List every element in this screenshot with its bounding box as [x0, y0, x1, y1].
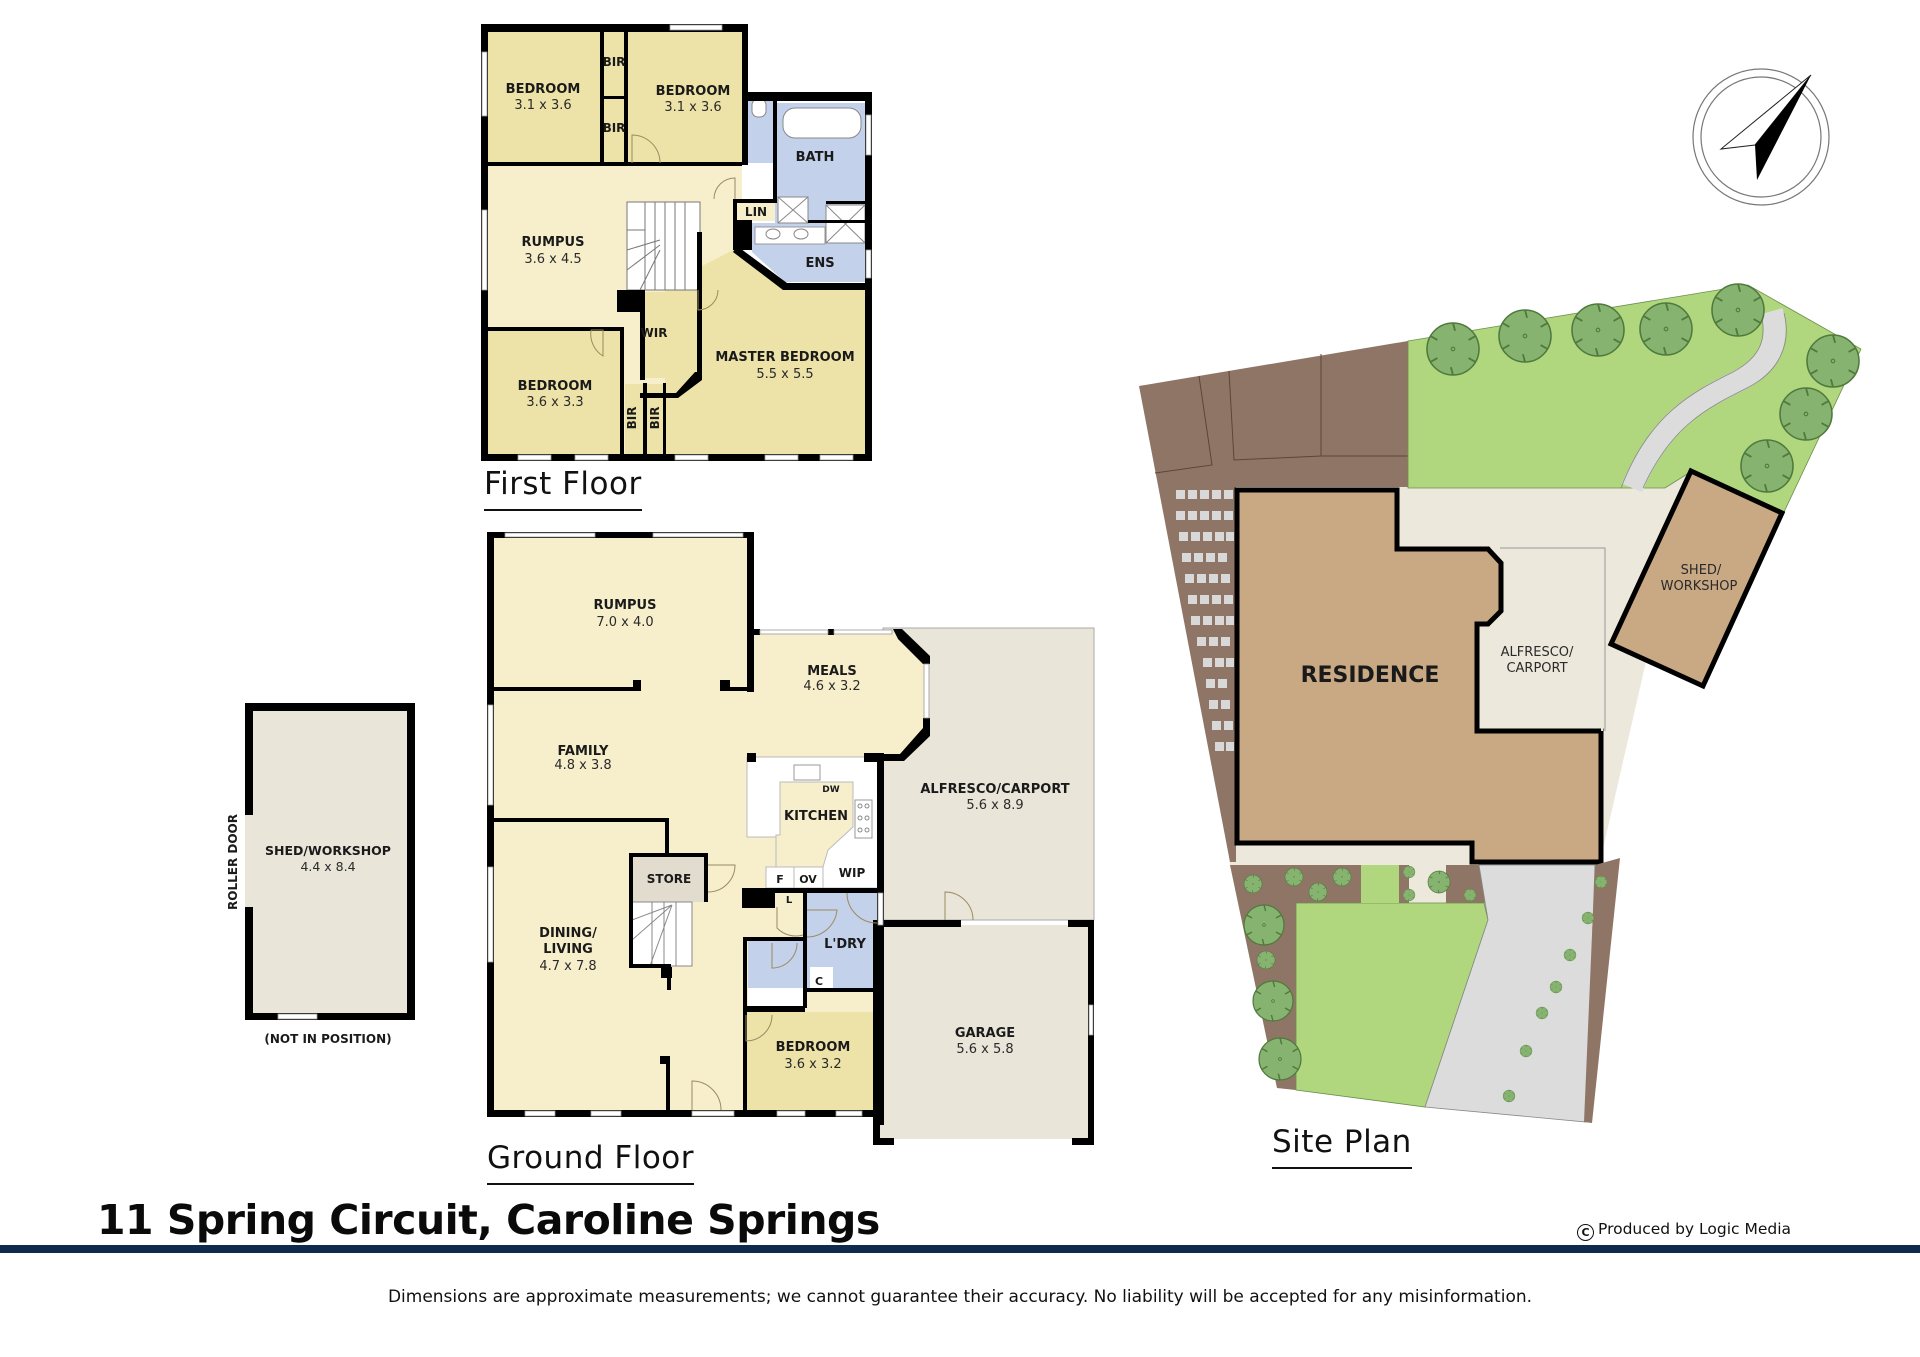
staircase-ground — [631, 901, 693, 967]
room-name: BATH — [796, 150, 835, 165]
site-paving — [1139, 341, 1408, 862]
room-name: LIVING — [543, 942, 593, 957]
bir-label: BIR — [603, 121, 626, 135]
room-dims: 5.5 x 5.5 — [756, 367, 813, 382]
room-dims: 4.6 x 3.2 — [803, 679, 860, 694]
room-dims: 4.4 x 8.4 — [300, 859, 355, 874]
room-name: BEDROOM — [518, 379, 593, 394]
bir-label: BIR — [603, 55, 626, 69]
room-dims: 3.6 x 4.5 — [524, 252, 581, 267]
room-name: BEDROOM — [656, 84, 731, 99]
linen-label: L — [786, 895, 793, 906]
site-shed — [1607, 467, 1786, 690]
room-dims: 3.6 x 3.3 — [526, 395, 583, 410]
ground-floor-walls — [487, 532, 1094, 1145]
room-name: BEDROOM — [506, 82, 581, 97]
room-dims: 3.1 x 3.6 — [664, 100, 721, 115]
accent-bar — [0, 1245, 1920, 1253]
not-in-position-note: (NOT IN POSITION) — [264, 1032, 391, 1046]
caption-underline — [484, 509, 642, 511]
bir-label: BIR — [625, 407, 639, 430]
room-dims: 5.6 x 8.9 — [966, 798, 1023, 813]
producer-credit-text: Produced by Logic Media — [1598, 1220, 1792, 1238]
ground-floor-plan: RUMPUS 7.0 x 4.0 MEALS 4.6 x 3.2 FAMILY … — [487, 532, 1095, 1145]
north-arrow-icon — [1692, 68, 1830, 206]
room-dims: 5.6 x 5.8 — [956, 1042, 1013, 1057]
bir-label: BIR — [648, 407, 662, 430]
ground-floor-caption: Ground Floor — [487, 1140, 695, 1185]
staircase-first — [626, 201, 701, 291]
site-plan-caption: Site Plan — [1272, 1124, 1412, 1169]
roller-door-label: ROLLER DOOR — [226, 814, 240, 910]
site-plan: RESIDENCE ALFRESCO/ CARPORT SHED/ WORKSH… — [1139, 68, 1862, 1123]
site-alfresco-label: ALFRESCO/ — [1501, 645, 1574, 660]
site-pavers — [1176, 490, 1234, 751]
room-master-bedroom — [665, 248, 865, 454]
room-name: GARAGE — [955, 1026, 1015, 1041]
room-dims: 3.1 x 3.6 — [514, 98, 571, 113]
room-name: SHED/WORKSHOP — [265, 843, 391, 858]
room-dims: 4.7 x 7.8 — [539, 959, 596, 974]
room-name: WIP — [839, 866, 866, 880]
room-name: ALFRESCO/CARPORT — [920, 782, 1069, 797]
room-name: KITCHEN — [784, 809, 848, 824]
room-name: RUMPUS — [594, 598, 657, 613]
site-residence-label: RESIDENCE — [1301, 663, 1440, 688]
fridge-label: F — [776, 873, 784, 886]
room-name: FAMILY — [558, 744, 609, 759]
cupboard-label: C — [815, 975, 823, 988]
room-name: LIN — [745, 205, 767, 219]
site-shed-label: WORKSHOP — [1661, 579, 1738, 594]
site-shed-label: SHED/ — [1681, 563, 1722, 578]
caption-underline — [1272, 1167, 1412, 1169]
kitchen-area — [746, 756, 881, 889]
first-floor-windows — [481, 24, 872, 461]
dishwasher-label: DW — [822, 785, 839, 795]
first-floor-caption: First Floor — [484, 466, 642, 511]
room-name: STORE — [647, 872, 691, 886]
room-wir — [641, 292, 700, 378]
room-garage — [880, 925, 1090, 1139]
room-bedroom-2 — [628, 32, 742, 163]
room-name: RUMPUS — [522, 235, 585, 250]
first-floor-plan: BEDROOM 3.1 x 3.6 BEDROOM 3.1 x 3.6 BATH… — [481, 24, 872, 461]
first-floor-doors — [590, 134, 736, 357]
site-plan-caption-text: Site Plan — [1272, 1124, 1412, 1160]
room-dims: 4.8 x 3.8 — [554, 758, 611, 773]
ground-floor-labels: RUMPUS 7.0 x 4.0 MEALS 4.6 x 3.2 FAMILY … — [539, 598, 1070, 1072]
room-name: BEDROOM — [776, 1040, 851, 1055]
ground-floor-caption-text: Ground Floor — [487, 1140, 695, 1176]
first-floor-labels: BEDROOM 3.1 x 3.6 BEDROOM 3.1 x 3.6 BATH… — [506, 55, 855, 429]
ground-floor-doors — [691, 864, 974, 1111]
room-name: ENS — [805, 256, 834, 271]
caption-underline — [487, 1183, 695, 1185]
room-dims: 7.0 x 4.0 — [596, 615, 653, 630]
room-name: MASTER BEDROOM — [715, 350, 854, 365]
room-name: DINING/ — [539, 926, 597, 941]
shed-workshop-plan: SHED/WORKSHOP 4.4 x 8.4 ROLLER DOOR (NOT… — [226, 703, 415, 1046]
copyright-icon: C — [1577, 1224, 1594, 1241]
site-alfresco-label: CARPORT — [1506, 661, 1567, 676]
room-dims: 3.6 x 3.2 — [784, 1057, 841, 1072]
property-address-title: 11 Spring Circuit, Caroline Springs — [97, 1196, 880, 1244]
room-bedroom-1 — [488, 32, 601, 163]
first-floor-caption-text: First Floor — [484, 466, 642, 502]
ground-floor-windows — [487, 532, 1094, 1117]
room-name: MEALS — [807, 664, 857, 679]
oven-label: OV — [799, 873, 817, 886]
site-driveway — [1424, 864, 1596, 1123]
disclaimer-text: Dimensions are approximate measurements;… — [387, 1287, 1533, 1307]
room-name: L'DRY — [824, 937, 866, 952]
room-bedroom-3 — [488, 330, 620, 454]
room-name: WIR — [641, 326, 668, 340]
room-store — [632, 855, 706, 902]
